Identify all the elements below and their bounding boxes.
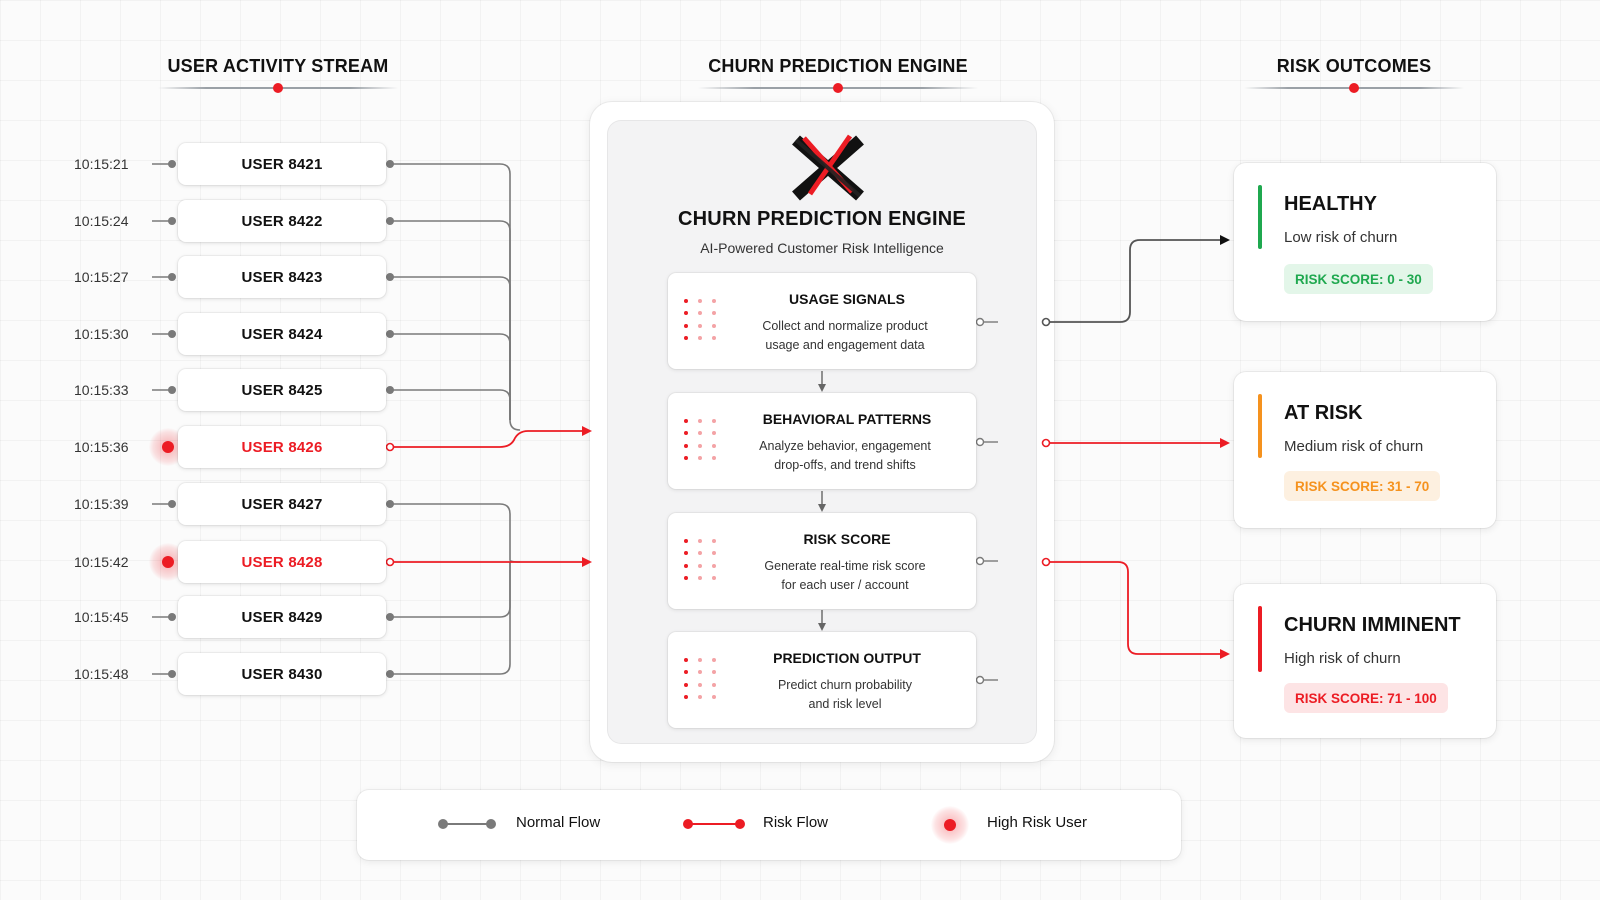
- outcome-color-bar: [1258, 394, 1262, 458]
- timestamp: 10:15:48: [74, 666, 129, 682]
- header-rule: [1244, 83, 1464, 93]
- stage-description-line: usage and engagement data: [765, 338, 925, 352]
- timestamp: 10:15:21: [74, 156, 129, 172]
- risk-flow-wires: [390, 426, 592, 567]
- header-churn-prediction-engine: CHURN PREDICTION ENGINE: [698, 56, 978, 93]
- outcome-card-healthy[interactable]: HEALTHY Low risk of churn RISK SCORE: 0 …: [1234, 163, 1496, 321]
- header-rule: [698, 83, 978, 93]
- header-rule-dot: [1349, 83, 1359, 93]
- header-rule-dot: [833, 83, 843, 93]
- dots-icon: [684, 658, 718, 702]
- stage-description: Generate real-time risk score for each u…: [724, 557, 966, 595]
- outcome-card-at-risk[interactable]: AT RISK Medium risk of churn RISK SCORE:…: [1234, 372, 1496, 528]
- output-dot-churn-imminent: [1041, 557, 1051, 567]
- user-card-high-risk[interactable]: USER 8428: [178, 541, 386, 583]
- user-card[interactable]: USER 8423: [178, 256, 386, 298]
- header-user-activity-stream: USER ACTIVITY STREAM: [158, 56, 398, 93]
- outcome-description: Medium risk of churn: [1284, 438, 1424, 455]
- user-card[interactable]: USER 8422: [178, 200, 386, 242]
- outcome-color-bar: [1258, 606, 1262, 672]
- legend-label-risk-flow: Risk Flow: [763, 814, 829, 831]
- normal-flow-dots: [386, 160, 394, 678]
- timestamp: 10:15:24: [74, 213, 129, 229]
- stage-description: Collect and normalize product usage and …: [724, 317, 966, 355]
- legend-label-normal-flow: Normal Flow: [516, 814, 601, 831]
- user-card-high-risk[interactable]: USER 8426: [178, 426, 386, 468]
- legend: Normal Flow Risk Flow High Risk User: [357, 790, 1181, 860]
- dots-icon: [684, 539, 718, 583]
- stage-usage-signals[interactable]: USAGE SIGNALS Collect and normalize prod…: [668, 273, 976, 369]
- timestamp: 10:15:30: [74, 326, 129, 342]
- risk-score-badge: RISK SCORE: 0 - 30: [1284, 264, 1433, 294]
- output-dot-at-risk: [1041, 438, 1051, 448]
- risk-score-badge: RISK SCORE: 31 - 70: [1284, 471, 1441, 501]
- outcome-title: HEALTHY: [1284, 193, 1377, 215]
- timestamp: 10:15:45: [74, 609, 129, 625]
- header-rule: [158, 83, 398, 93]
- user-card[interactable]: USER 8425: [178, 369, 386, 411]
- timestamp: 10:15:42: [74, 554, 129, 570]
- outcome-title: AT RISK: [1284, 402, 1363, 424]
- stage-description-line: Predict churn probability: [777, 678, 913, 692]
- engine-subtitle: AI-Powered Customer Risk Intelligence: [700, 240, 944, 256]
- stub-lines: [152, 163, 172, 675]
- x-logo-icon: [792, 134, 864, 201]
- outcome-description: High risk of churn: [1284, 650, 1401, 667]
- engine-title: CHURN PREDICTION ENGINE: [678, 208, 966, 230]
- outcome-card-churn-imminent[interactable]: CHURN IMMINENT High risk of churn RISK S…: [1234, 584, 1496, 738]
- stage-connectors: [975, 317, 998, 685]
- user-card[interactable]: USER 8430: [178, 653, 386, 695]
- user-card[interactable]: USER 8429: [178, 596, 386, 638]
- risk-flow-icon: [683, 819, 745, 829]
- header-title: RISK OUTCOMES: [1276, 56, 1432, 76]
- stage-behavioral-patterns[interactable]: BEHAVIORAL PATTERNS Analyze behavior, en…: [668, 393, 976, 489]
- stage-title: BEHAVIORAL PATTERNS: [762, 411, 932, 427]
- timestamp: 10:15:36: [74, 439, 129, 455]
- legend-label-high-risk-user: High Risk User: [987, 814, 1088, 831]
- stage-title: PREDICTION OUTPUT: [773, 650, 921, 666]
- dots-icon: [684, 299, 718, 343]
- stage-description-line: drop-offs, and trend shifts: [774, 458, 916, 472]
- timestamp: 10:15:27: [74, 269, 129, 285]
- dots-icon: [684, 419, 718, 463]
- high-risk-user-icon: [931, 806, 969, 844]
- user-card[interactable]: USER 8427: [178, 483, 386, 525]
- timestamp: 10:15:39: [74, 496, 129, 512]
- stage-description-line: Analyze behavior, engagement: [759, 439, 931, 453]
- risk-flow-dots: [385, 442, 395, 567]
- user-card[interactable]: USER 8424: [178, 313, 386, 355]
- stage-description: Predict churn probability and risk level: [724, 676, 966, 714]
- user-card[interactable]: USER 8421: [178, 143, 386, 185]
- stage-prediction-output[interactable]: PREDICTION OUTPUT Predict churn probabil…: [668, 632, 976, 728]
- normal-flow-wires: [390, 163, 521, 675]
- header-rule-dot: [273, 83, 283, 93]
- output-dot-healthy: [1041, 317, 1051, 327]
- outcome-color-bar: [1258, 185, 1262, 249]
- stage-description-line: and risk level: [808, 697, 882, 711]
- output-wire-healthy: [1050, 235, 1230, 323]
- stage-description-line: Generate real-time risk score: [764, 559, 926, 573]
- outcome-title: CHURN IMMINENT: [1284, 614, 1461, 636]
- stage-title: RISK SCORE: [803, 531, 891, 547]
- header-title: CHURN PREDICTION ENGINE: [708, 56, 968, 76]
- stub-dots: [168, 160, 176, 678]
- header-risk-outcomes: RISK OUTCOMES: [1244, 56, 1464, 93]
- stage-risk-score[interactable]: RISK SCORE Generate real-time risk score…: [668, 513, 976, 609]
- outcome-description: Low risk of churn: [1284, 229, 1398, 246]
- stage-description-line: Collect and normalize product: [762, 319, 928, 333]
- stage-description: Analyze behavior, engagement drop-offs, …: [724, 437, 966, 475]
- output-wire-churn-imminent: [1050, 561, 1230, 659]
- header-title: USER ACTIVITY STREAM: [167, 56, 389, 76]
- stage-description-line: for each user / account: [781, 578, 909, 592]
- timestamp: 10:15:33: [74, 382, 129, 398]
- risk-score-badge: RISK SCORE: 71 - 100: [1284, 683, 1448, 713]
- stage-title: USAGE SIGNALS: [789, 291, 905, 307]
- normal-flow-icon: [438, 819, 496, 829]
